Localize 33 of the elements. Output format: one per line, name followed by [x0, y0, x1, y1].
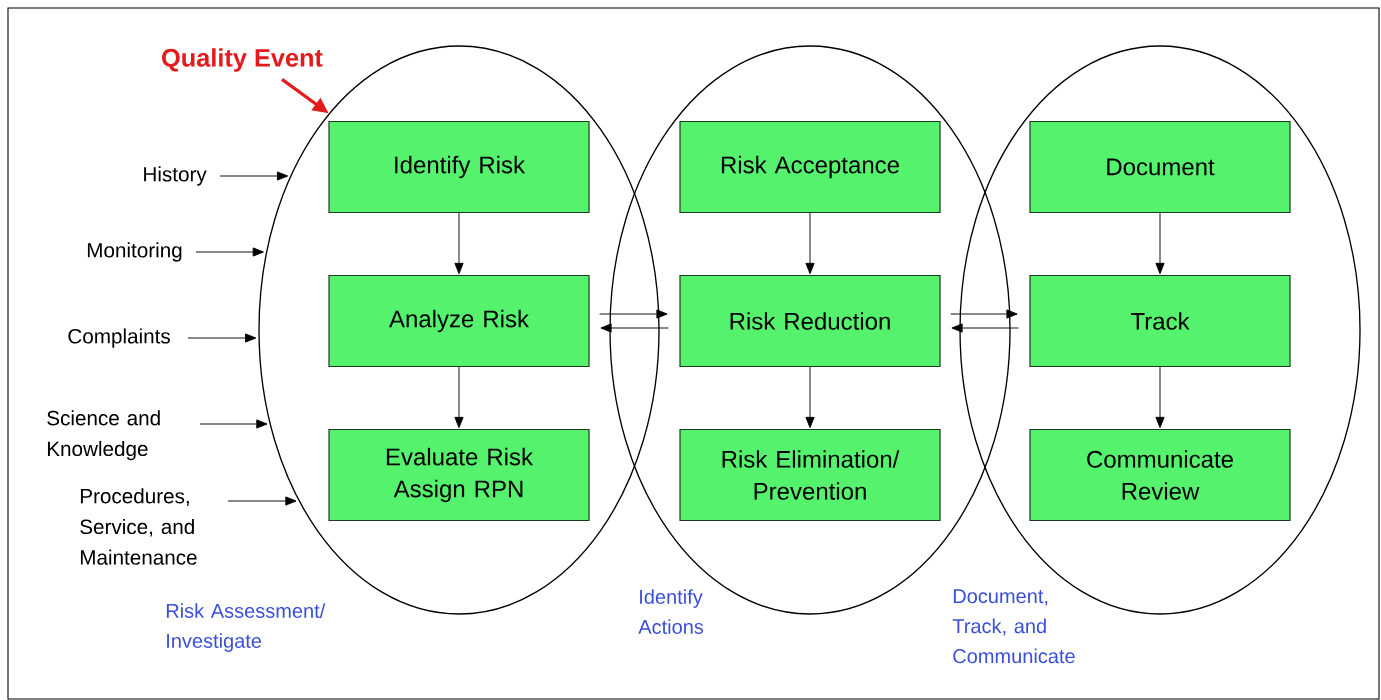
arrow: [599, 309, 668, 319]
process-box: Communicate Review: [1029, 428, 1291, 522]
input-label: History: [144, 166, 207, 186]
process-box: Document: [1029, 120, 1291, 214]
arrow: [454, 212, 464, 275]
process-box: Risk Elimination/ Prevention: [679, 428, 941, 522]
arrow: [1155, 366, 1165, 429]
process-box: Evaluate Risk Assign RPN: [328, 428, 590, 522]
input-label: Complaints: [68, 328, 170, 348]
arrow: [805, 212, 815, 275]
arrow: [187, 333, 257, 343]
arrow: [1155, 212, 1165, 275]
arrow: [227, 496, 297, 506]
process-box: Track: [1029, 274, 1291, 368]
event-label: Quality Event: [162, 48, 323, 72]
arrow: [600, 323, 669, 333]
process-box: Analyze Risk: [328, 274, 590, 368]
arrow: [951, 323, 1019, 333]
arrow: [199, 419, 268, 429]
process-box: Risk Acceptance: [679, 120, 941, 214]
input-label: Science and Knowledge: [47, 410, 160, 461]
process-box: Identify Risk: [328, 120, 590, 214]
stage-caption: Risk Assessment/ Investigate: [166, 603, 326, 652]
stage-caption: Identify Actions: [638, 589, 704, 634]
arrow: [219, 171, 289, 181]
stage-caption: Document, Track, and Communicate: [952, 589, 1075, 664]
input-label: Monitoring: [87, 242, 182, 262]
input-label: Procedures, Service, and Maintenance: [80, 488, 197, 565]
arrow: [454, 366, 464, 429]
process-box: Risk Reduction: [679, 274, 941, 368]
arrow: [805, 366, 815, 429]
arrow: [950, 309, 1018, 319]
arrow: [195, 247, 264, 257]
